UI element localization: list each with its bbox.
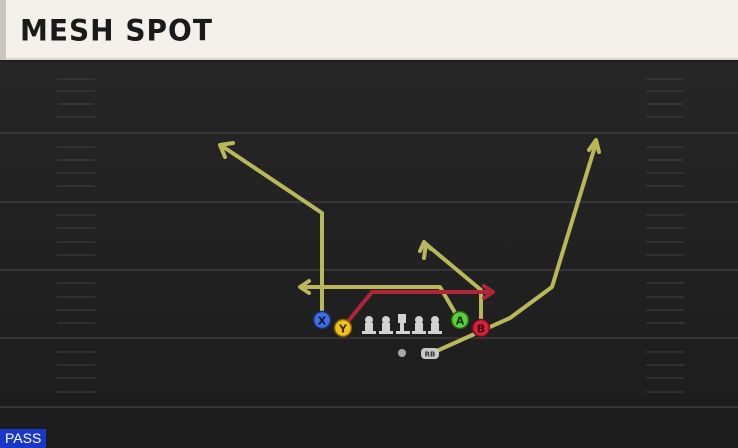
route-x-arrowhead [218, 141, 235, 159]
hash-marks-right [646, 78, 684, 393]
play-header: MESH SPOT [0, 0, 738, 60]
route-x-corner [220, 144, 324, 322]
svg-text:Y: Y [338, 323, 348, 336]
route-b-whip [422, 242, 483, 327]
lineman-icon [412, 316, 426, 334]
svg-text:RB: RB [425, 351, 436, 359]
quarterback-marker [398, 349, 406, 357]
route-rb-wheel [428, 141, 598, 356]
route-y-mesh [343, 290, 494, 327]
yard-lines [0, 132, 738, 408]
player-y[interactable]: Y [333, 318, 353, 338]
player-b[interactable]: B [471, 318, 491, 338]
offensive-line [362, 314, 442, 334]
lineman-icon [379, 316, 393, 334]
play-diagram: X Y A B RB [0, 62, 738, 448]
player-a[interactable]: A [450, 310, 470, 330]
field-background [0, 62, 738, 448]
header-accent [0, 0, 6, 60]
play-type-badge: PASS [0, 429, 47, 448]
play-field: X Y A B RB [0, 62, 738, 448]
route-y-arrowhead [482, 284, 495, 300]
player-rb[interactable]: RB [421, 348, 439, 359]
svg-text:A: A [456, 315, 465, 328]
hash-marks-left [57, 78, 95, 393]
center-icon [396, 314, 410, 334]
lineman-icon [362, 316, 376, 334]
svg-text:X: X [318, 315, 327, 328]
play-title: MESH SPOT [20, 13, 213, 48]
route-a-drag [300, 285, 459, 318]
route-rb-arrowhead [587, 138, 601, 154]
lineman-icon [428, 316, 442, 334]
route-a-arrowhead [298, 279, 311, 295]
player-x[interactable]: X [312, 310, 332, 330]
svg-text:B: B [477, 323, 485, 336]
route-b-arrowhead [418, 240, 433, 253]
